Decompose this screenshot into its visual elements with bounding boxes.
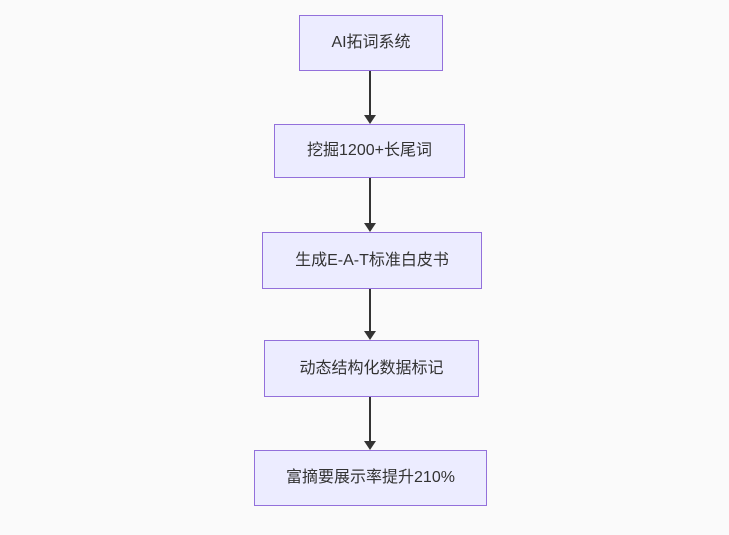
node-label: 动态结构化数据标记 <box>299 359 444 377</box>
arrow-head-icon <box>364 331 376 340</box>
arrow-head-icon <box>364 115 376 124</box>
flowchart-node-structured-data-markup: 动态结构化数据标记 <box>264 340 479 397</box>
node-label: 生成E-A-T标准白皮书 <box>295 251 449 269</box>
edge-arrow <box>363 178 377 232</box>
node-label: AI拓词系统 <box>331 34 411 52</box>
flowchart-node-longtail-mining: 挖掘1200+长尾词 <box>274 124 465 178</box>
arrow-line <box>369 71 371 118</box>
edge-arrow <box>363 71 377 124</box>
flowchart-node-ai-keyword-system: AI拓词系统 <box>299 15 443 71</box>
arrow-line <box>369 289 371 334</box>
node-label: 富摘要展示率提升210% <box>286 469 455 487</box>
edge-arrow <box>363 289 377 340</box>
node-label: 挖掘1200+长尾词 <box>307 142 432 160</box>
arrow-head-icon <box>364 223 376 232</box>
arrow-head-icon <box>364 441 376 450</box>
arrow-line <box>369 397 371 444</box>
arrow-line <box>369 178 371 226</box>
edge-arrow <box>363 397 377 450</box>
flowchart-node-eat-whitepaper: 生成E-A-T标准白皮书 <box>262 232 482 289</box>
flowchart-node-rich-snippet-result: 富摘要展示率提升210% <box>254 450 487 506</box>
